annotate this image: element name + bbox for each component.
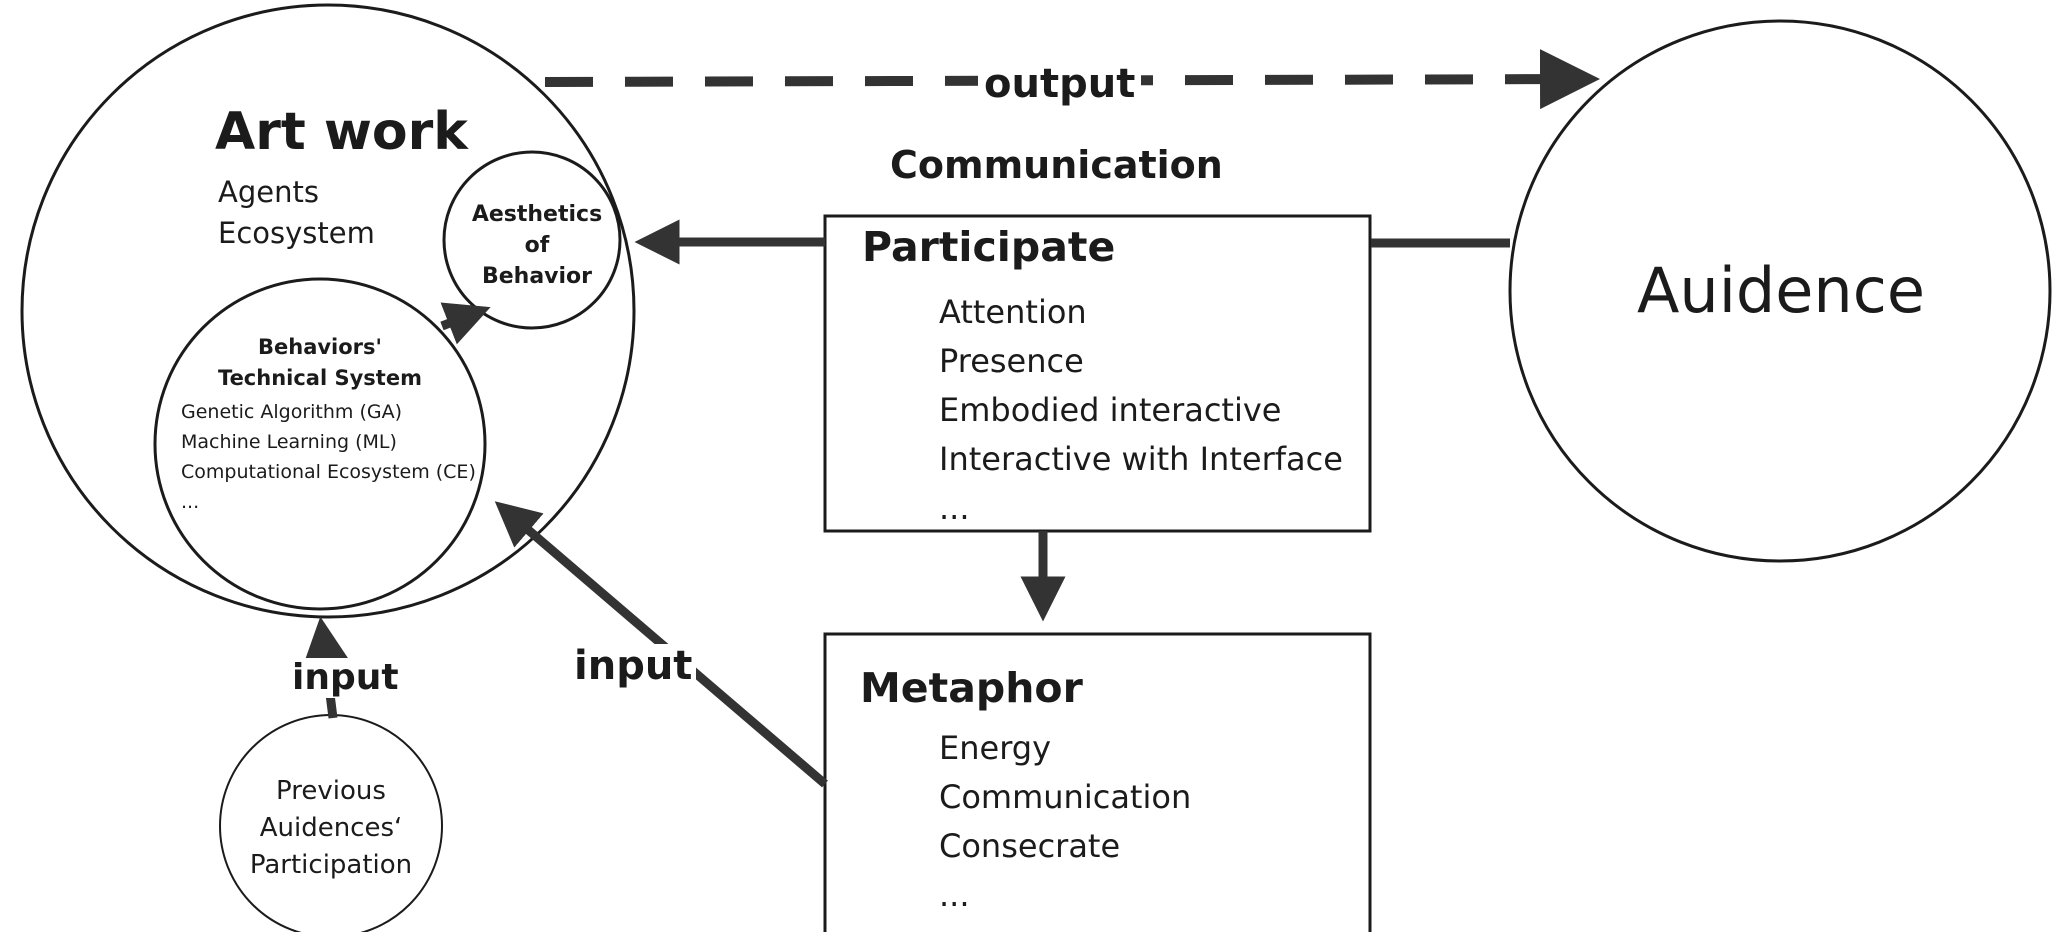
output-label: output — [978, 64, 1142, 104]
behaviors-title: Behaviors' Technical System — [218, 332, 422, 394]
behaviors-item: Computational Ecosystem (CE) — [181, 461, 476, 483]
behaviors-item: Genetic Algorithm (GA) — [181, 401, 402, 423]
artwork-item: Ecosystem — [218, 216, 375, 250]
metaphor-items: Energy Communication Consecrate ... — [939, 732, 1191, 928]
aesthetics-line: Behavior — [481, 264, 593, 289]
artwork-items: Agents Ecosystem — [218, 178, 375, 260]
participate-item: Attention — [939, 293, 1087, 331]
behaviors-items: Genetic Algorithm (GA) Machine Learning … — [181, 403, 476, 523]
behaviors-item: Machine Learning (ML) — [181, 431, 397, 453]
participate-item: Interactive with Interface — [939, 440, 1343, 478]
audience-circle — [1508, 19, 2052, 563]
input-label-mid: input — [570, 644, 697, 688]
participate-item: ... — [939, 489, 970, 527]
participate-items: Attention Presence Embodied interactive … — [939, 296, 1343, 541]
previous-label: Previous Auidences‘ Participation — [250, 773, 412, 884]
aesthetics-line: Aesthetics — [471, 202, 603, 227]
aesthetics-circle — [442, 150, 622, 330]
previous-line: Previous — [276, 776, 386, 806]
aesthetics-label: Aesthetics of Behavior — [472, 199, 602, 292]
behaviors-item: ... — [181, 491, 200, 513]
communication-title: Communication — [890, 143, 1223, 187]
metaphor-item: Energy — [939, 729, 1052, 767]
behaviors-title-line: Technical System — [218, 366, 422, 390]
previous-line: Participation — [249, 850, 413, 880]
participate-item: Presence — [939, 342, 1084, 380]
behaviors-title-line: Behaviors' — [258, 335, 382, 359]
participate-title: Participate — [862, 223, 1116, 271]
metaphor-item: ... — [939, 876, 970, 914]
metaphor-item: Consecrate — [939, 827, 1121, 865]
metaphor-item: Communication — [939, 778, 1192, 816]
artwork-item: Agents — [218, 175, 319, 209]
previous-line: Auidences‘ — [259, 813, 403, 843]
aesthetics-line: of — [524, 233, 550, 258]
behaviors-to-aesthetics-arrow — [440, 302, 491, 345]
behaviors-circle — [153, 277, 487, 611]
participate-item: Embodied interactive — [939, 391, 1282, 429]
audience-title: Auidence — [1637, 254, 1925, 327]
metaphor-title: Metaphor — [860, 664, 1083, 712]
artwork-title: Art work — [215, 102, 468, 162]
metaphor-box — [823, 632, 1372, 932]
participate-box — [823, 214, 1372, 533]
input-label-bottom: input — [288, 658, 403, 698]
